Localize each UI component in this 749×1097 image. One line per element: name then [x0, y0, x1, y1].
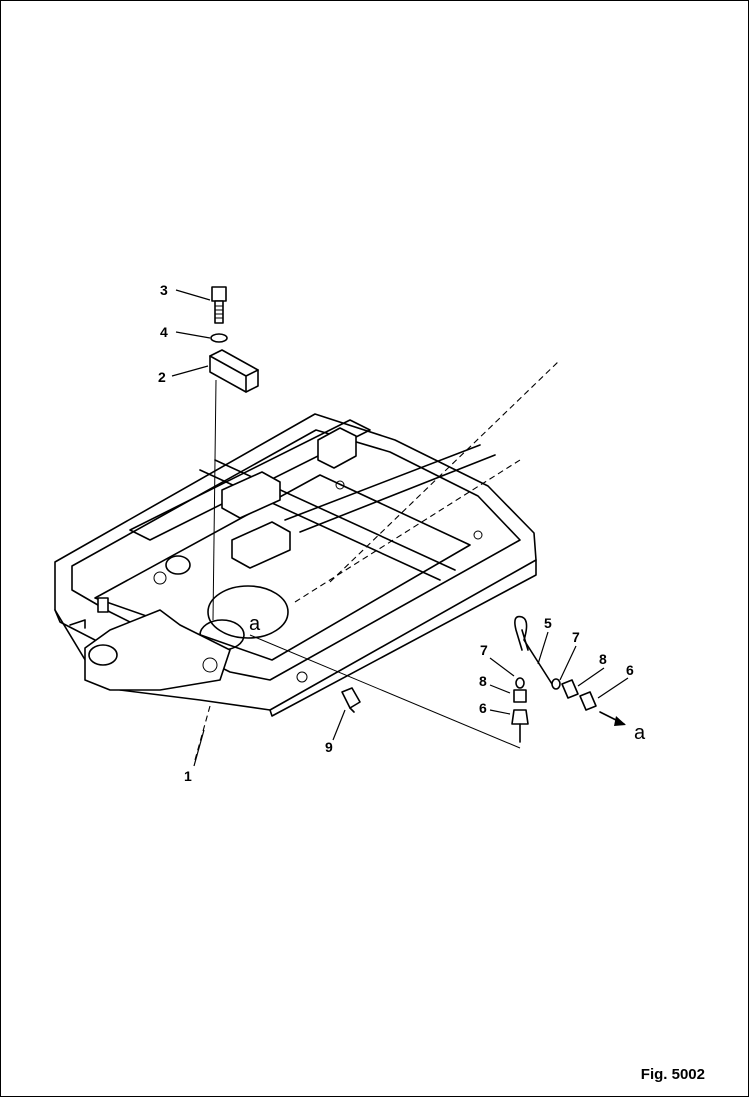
- callout-3: 3: [160, 282, 168, 298]
- revolving-frame: [54, 359, 561, 761]
- callout-2: 2: [158, 369, 166, 385]
- callout-9: 9: [325, 739, 333, 755]
- callout-6-right: 6: [626, 662, 634, 678]
- plate-part: [209, 349, 259, 393]
- figure-caption: Fig. 5002: [640, 1066, 705, 1083]
- callout-8-right: 8: [599, 651, 607, 667]
- callout-7-right: 7: [572, 629, 580, 645]
- connection-mark-a-frame: a: [249, 613, 261, 635]
- bolt-part: [211, 286, 227, 324]
- callout-6-left: 6: [479, 700, 487, 716]
- callout-5: 5: [544, 615, 552, 631]
- plug-part: [341, 687, 361, 713]
- hose-assembly: [249, 615, 626, 749]
- callout-1: 1: [184, 768, 192, 784]
- callout-4: 4: [160, 324, 168, 340]
- washer-part: [210, 333, 228, 343]
- callout-8-left: 8: [479, 673, 487, 689]
- alignment-line: [212, 379, 217, 621]
- connection-mark-a-outlet: a: [634, 722, 646, 744]
- callout-7-left: 7: [480, 642, 488, 658]
- leader-lines: [171, 289, 629, 767]
